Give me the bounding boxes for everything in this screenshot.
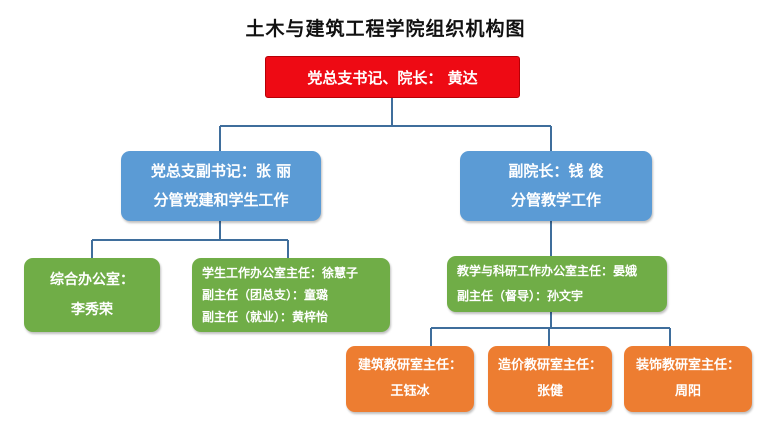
root-node-label: 党总支书记、院长： 黄达: [307, 68, 478, 87]
student-office-node: 学生工作办公室主任：徐慧子 副主任（团总支）：童璐 副主任（就业）：黄梓怡: [192, 258, 390, 332]
chart-title: 土木与建筑工程学院组织机构图: [245, 18, 526, 40]
teaching-office-line-1: 教学与科研工作办公室主任：晏娥: [457, 264, 638, 278]
vice-dean-node: 副院长：钱 俊 分管教学工作: [460, 151, 652, 221]
deco-lab-node: 装饰教研室主任： 周阳: [624, 346, 752, 412]
party-deputy-line-2: 分管党建和学生工作: [153, 191, 289, 209]
party-deputy-line-1: 党总支副书记：张 丽: [150, 162, 292, 180]
teaching-office-node: 教学与科研工作办公室主任：晏娥 副主任（督导）：孙文宇: [447, 256, 667, 312]
deco-lab-line-1: 装饰教研室主任：: [635, 358, 740, 373]
cost-lab-line-2: 张健: [536, 384, 563, 399]
student-office-line-1: 学生工作办公室主任：徐慧子: [202, 266, 359, 280]
vice-dean-line-2: 分管教学工作: [510, 191, 601, 209]
deco-lab-line-2: 周阳: [674, 384, 701, 399]
party-deputy-node: 党总支副书记：张 丽 分管党建和学生工作: [121, 151, 321, 221]
general-office-node: 综合办公室： 李秀荣: [24, 258, 160, 332]
arch-lab-line-1: 建筑教研室主任：: [357, 358, 462, 373]
cost-lab-node: 造价教研室主任： 张健: [488, 346, 612, 412]
teaching-office-line-2: 副主任（督导）：孙文宇: [457, 289, 584, 303]
arch-lab-line-2: 王钰冰: [390, 384, 430, 399]
general-office-line-2: 李秀荣: [71, 302, 113, 318]
root-node: 党总支书记、院长： 黄达: [265, 56, 520, 98]
student-office-line-3: 副主任（就业）：黄梓怡: [202, 310, 329, 324]
arch-lab-node: 建筑教研室主任： 王钰冰: [346, 346, 474, 412]
cost-lab-line-1: 造价教研室主任：: [497, 358, 602, 373]
student-office-line-2: 副主任（团总支）：童璐: [202, 288, 329, 302]
vice-dean-line-1: 副院长：钱 俊: [508, 162, 604, 180]
general-office-line-1: 综合办公室：: [50, 272, 134, 288]
